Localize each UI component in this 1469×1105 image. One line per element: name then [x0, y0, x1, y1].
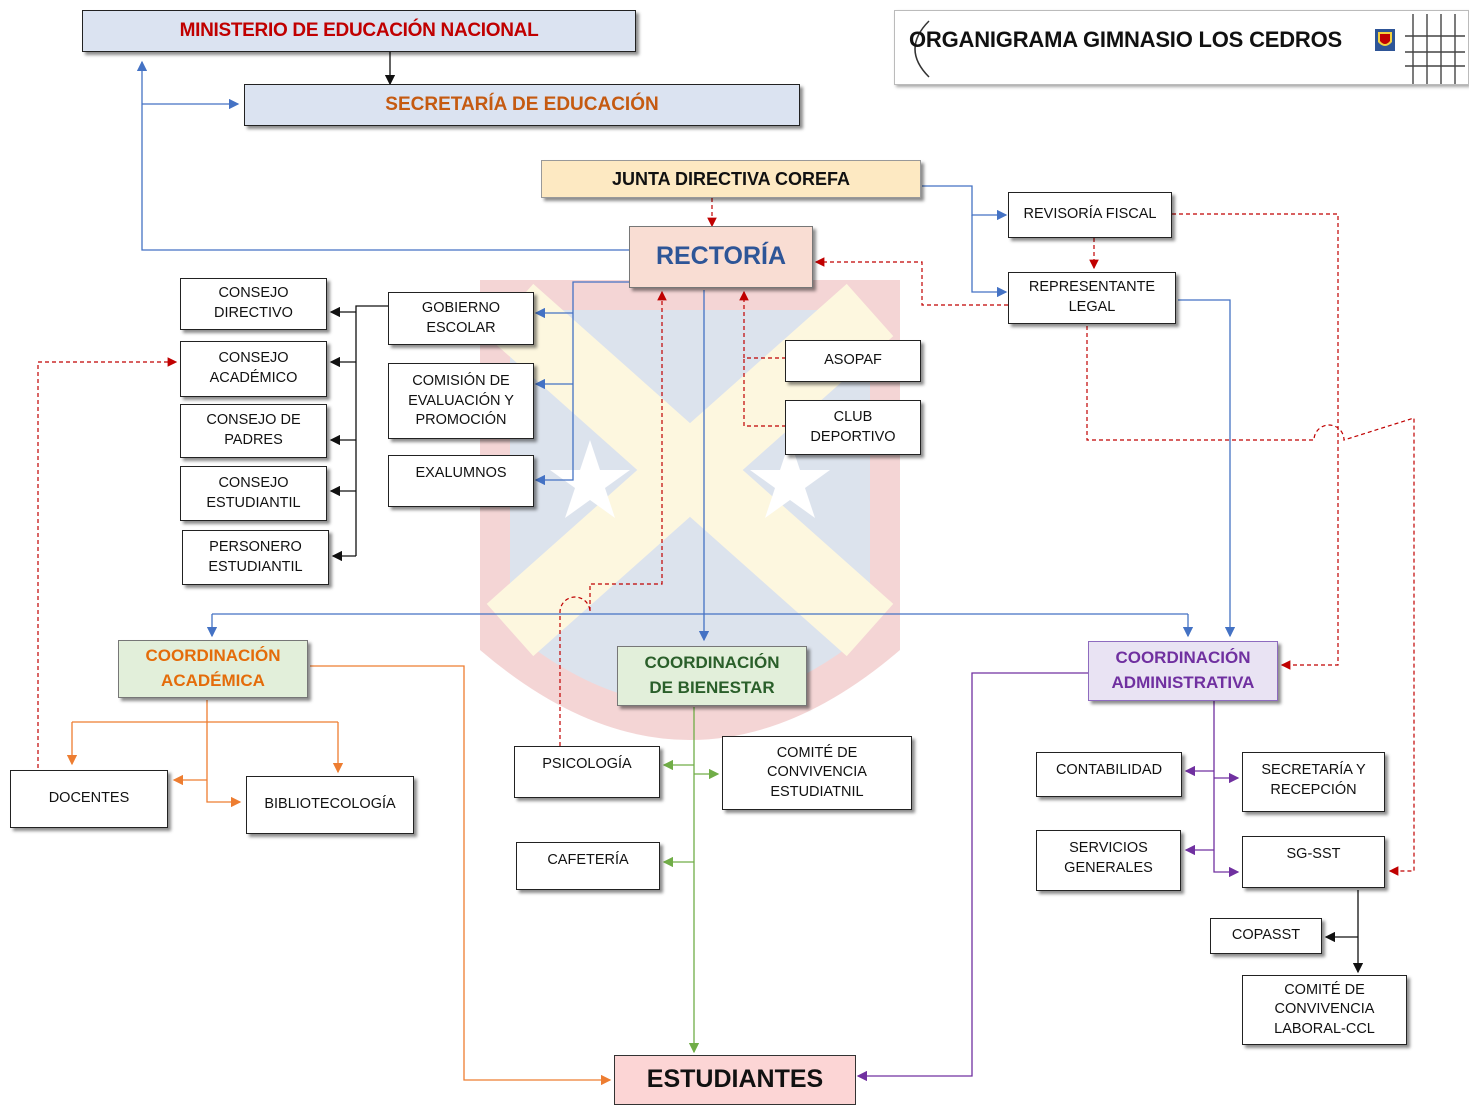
revisoria-fiscal-box: REVISORÍA FISCAL	[1008, 192, 1172, 238]
coordinacion-administrativa-box: COORDINACIÓN ADMINISTRATIVA	[1088, 641, 1278, 701]
rectoria-box: RECTORÍA	[629, 226, 813, 288]
gobierno-item-consejo-academico: CONSEJO ACADÉMICO	[180, 341, 327, 397]
contabilidad-box: CONTABILIDAD	[1036, 752, 1182, 797]
exalumnos-box: EXALUMNOS	[388, 455, 534, 507]
docentes-box: DOCENTES	[10, 770, 168, 828]
bibliotecologia-box: BIBLIOTECOLOGÍA	[246, 776, 414, 834]
psicologia-box: PSICOLOGÍA	[514, 746, 660, 798]
comite-convivencia-estudiantil-box: COMITÉ DE CONVIVENCIA ESTUDIATNIL	[722, 736, 912, 810]
page-title: ORGANIGRAMA GIMNASIO LOS CEDROS	[909, 27, 1342, 52]
title-banner: ORGANIGRAMA GIMNASIO LOS CEDROS	[894, 10, 1469, 85]
copasst-box: COPASST	[1210, 918, 1322, 954]
gobierno-item-consejo-estudiantil: CONSEJO ESTUDIANTIL	[180, 466, 327, 521]
gobierno-escolar-box: GOBIERNO ESCOLAR	[388, 292, 534, 345]
asopaf-box: ASOPAF	[785, 340, 921, 382]
gobierno-item-consejo-padres: CONSEJO DE PADRES	[180, 404, 327, 458]
club-deportivo-box: CLUB DEPORTIVO	[785, 400, 921, 455]
servicios-generales-box: SERVICIOS GENERALES	[1036, 830, 1181, 891]
crest-icon	[1375, 29, 1395, 51]
coordinacion-academica-box: COORDINACIÓN ACADÉMICA	[118, 640, 308, 698]
coordinacion-bienestar-box: COORDINACIÓN DE BIENESTAR	[617, 646, 807, 706]
ministerio-box: MINISTERIO DE EDUCACIÓN NACIONAL	[82, 10, 636, 52]
gobierno-item-personero: PERSONERO ESTUDIANTIL	[182, 530, 329, 585]
sg-sst-box: SG-SST	[1242, 836, 1385, 888]
cafeteria-box: CAFETERÍA	[516, 842, 660, 890]
secretaria-box: SECRETARÍA DE EDUCACIÓN	[244, 84, 800, 126]
gobierno-item-consejo-directivo: CONSEJO DIRECTIVO	[180, 278, 327, 330]
estudiantes-box: ESTUDIANTES	[614, 1055, 856, 1105]
table-grid-decoration	[1405, 14, 1465, 84]
junta-directiva-box: JUNTA DIRECTIVA COREFA	[541, 160, 921, 198]
comite-convivencia-laboral-box: COMITÉ DE CONVIVENCIA LABORAL-CCL	[1242, 975, 1407, 1045]
secretaria-recepcion-box: SECRETARÍA Y RECEPCIÓN	[1242, 752, 1385, 812]
banner-arc-decoration	[914, 20, 930, 78]
comision-evaluacion-box: COMISIÓN DE EVALUACIÓN Y PROMOCIÓN	[388, 363, 534, 439]
representante-legal-box: REPRESENTANTE LEGAL	[1008, 272, 1176, 324]
